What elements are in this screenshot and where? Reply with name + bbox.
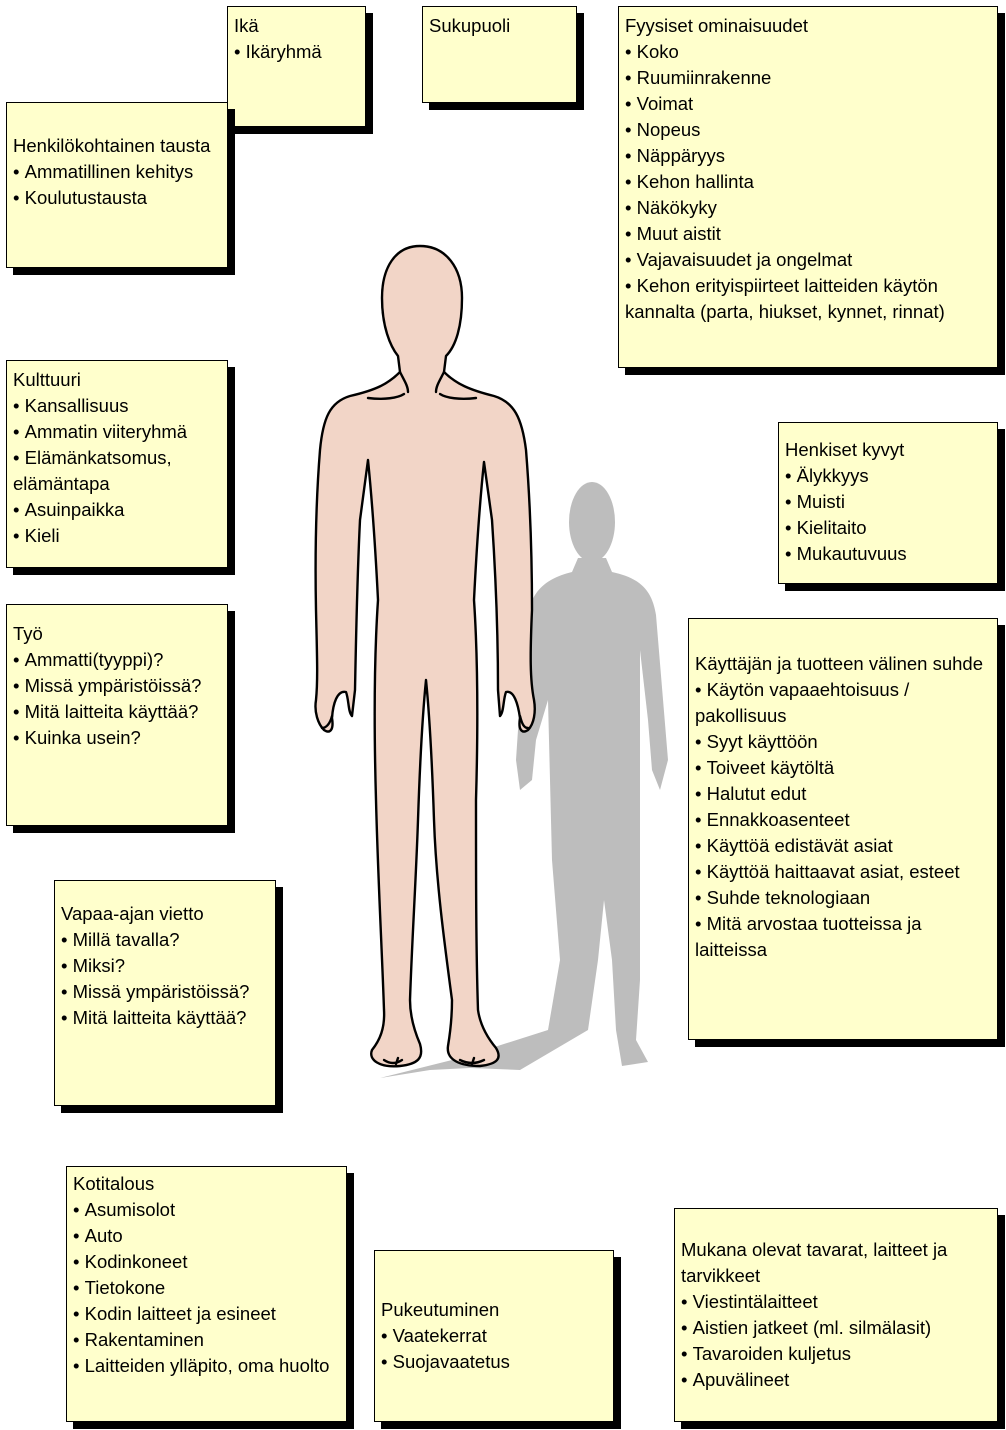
list-item: Kodinkoneet bbox=[73, 1249, 340, 1275]
note-kotitalous-list: Asumisolot Auto Kodinkoneet Tietokone Ko… bbox=[73, 1197, 340, 1379]
note-mukana-list: Viestintälaitteet Aistien jatkeet (ml. s… bbox=[681, 1289, 991, 1393]
list-item: Näkökyky bbox=[625, 195, 991, 221]
list-item: Aistien jatkeet (ml. silmälasit) bbox=[681, 1315, 991, 1341]
list-item: Tavaroiden kuljetus bbox=[681, 1341, 991, 1367]
note-fyysiset: Fyysiset ominaisuudet Koko Ruumiinrakenn… bbox=[618, 6, 998, 368]
note-sukupuoli-title: Sukupuoli bbox=[429, 13, 570, 39]
note-kulttuuri-title: Kulttuuri bbox=[13, 367, 221, 393]
list-item: Kielitaito bbox=[785, 515, 991, 541]
list-item: Asuinpaikka bbox=[13, 497, 221, 523]
note-fyysiset-list: Koko Ruumiinrakenne Voimat Nopeus Näppär… bbox=[625, 39, 991, 325]
note-ika: Ikä Ikäryhmä bbox=[227, 6, 366, 127]
list-item: Ammatillinen kehitys bbox=[13, 159, 221, 185]
list-item: Kehon hallinta bbox=[625, 169, 991, 195]
note-ika-list: Ikäryhmä bbox=[234, 39, 359, 65]
list-item: Kehon erityispiirteet laitteiden käytön … bbox=[625, 273, 991, 325]
note-tyo-title: Työ bbox=[13, 621, 221, 647]
note-tyo-list: Ammatti(tyyppi)? Missä ympäristöissä? Mi… bbox=[13, 647, 221, 751]
note-vapaa-title: Vapaa-ajan vietto bbox=[61, 901, 269, 927]
list-item: Mitä laitteita käyttää? bbox=[13, 699, 221, 725]
list-item: Halutut edut bbox=[695, 781, 991, 807]
note-tausta-title: Henkilökohtainen tausta bbox=[13, 133, 221, 159]
list-item: Asumisolot bbox=[73, 1197, 340, 1223]
list-item: Muut aistit bbox=[625, 221, 991, 247]
list-item: Millä tavalla? bbox=[61, 927, 269, 953]
list-item: Suojavaatetus bbox=[381, 1349, 607, 1375]
note-mukana-olevat-tavarat: Mukana olevat tavarat, laitteet ja tarvi… bbox=[674, 1208, 998, 1422]
list-item: Näppäryys bbox=[625, 143, 991, 169]
list-item: Vaatekerrat bbox=[381, 1323, 607, 1349]
list-item: Syyt käyttöön bbox=[695, 729, 991, 755]
list-item: Voimat bbox=[625, 91, 991, 117]
list-item: Nopeus bbox=[625, 117, 991, 143]
list-item: Miksi? bbox=[61, 953, 269, 979]
list-item: Kansallisuus bbox=[13, 393, 221, 419]
note-tyo: Työ Ammatti(tyyppi)? Missä ympäristöissä… bbox=[6, 604, 228, 826]
note-kotitalous: Kotitalous Asumisolot Auto Kodinkoneet T… bbox=[66, 1166, 347, 1422]
note-henkilokohtainen-tausta: Henkilökohtainen tausta Ammatillinen keh… bbox=[6, 102, 228, 268]
person-body bbox=[315, 246, 534, 1066]
list-item: Missä ympäristöissä? bbox=[13, 673, 221, 699]
list-item: Auto bbox=[73, 1223, 340, 1249]
note-ika-title: Ikä bbox=[234, 13, 359, 39]
note-henkiset-kyvyt: Henkiset kyvyt Älykkyys Muisti Kielitait… bbox=[778, 422, 998, 584]
note-vapaa-ajan-vietto: Vapaa-ajan vietto Millä tavalla? Miksi? … bbox=[54, 880, 276, 1106]
list-item: Rakentaminen bbox=[73, 1327, 340, 1353]
list-item: Mukautuvuus bbox=[785, 541, 991, 567]
note-suhde-title: Käyttäjän ja tuotteen välinen suhde bbox=[695, 651, 991, 677]
note-kulttuuri: Kulttuuri Kansallisuus Ammatin viiteryhm… bbox=[6, 360, 228, 568]
list-item: Ennakkoasenteet bbox=[695, 807, 991, 833]
note-vapaa-list: Millä tavalla? Miksi? Missä ympäristöiss… bbox=[61, 927, 269, 1031]
list-item: Mitä arvostaa tuotteissa ja laitteissa bbox=[695, 911, 991, 963]
note-pukeutuminen-title: Pukeutuminen bbox=[381, 1297, 607, 1323]
list-item: Tietokone bbox=[73, 1275, 340, 1301]
list-item: Viestintälaitteet bbox=[681, 1289, 991, 1315]
list-item: Mitä laitteita käyttää? bbox=[61, 1005, 269, 1031]
list-item: Ruumiinrakenne bbox=[625, 65, 991, 91]
shadow-head bbox=[569, 482, 615, 562]
note-kulttuuri-list: Kansallisuus Ammatin viiteryhmä Elämänka… bbox=[13, 393, 221, 549]
list-item: Käyttöä edistävät asiat bbox=[695, 833, 991, 859]
note-fyysiset-title: Fyysiset ominaisuudet bbox=[625, 13, 991, 39]
list-item: Koko bbox=[625, 39, 991, 65]
list-item: Toiveet käytöltä bbox=[695, 755, 991, 781]
list-item: Kuinka usein? bbox=[13, 725, 221, 751]
note-kotitalous-title: Kotitalous bbox=[73, 1171, 340, 1197]
note-henkiset-title: Henkiset kyvyt bbox=[785, 437, 991, 463]
note-sukupuoli: Sukupuoli bbox=[422, 6, 577, 103]
list-item: Laitteiden ylläpito, oma huolto bbox=[73, 1353, 340, 1379]
list-item: Suhde teknologiaan bbox=[695, 885, 991, 911]
list-item: Käytön vapaaehtoisuus / pakollisuus bbox=[695, 677, 991, 729]
note-tausta-list: Ammatillinen kehitys Koulutustausta bbox=[13, 159, 221, 211]
list-item: Käyttöä haittaavat asiat, esteet bbox=[695, 859, 991, 885]
note-henkiset-list: Älykkyys Muisti Kielitaito Mukautuvuus bbox=[785, 463, 991, 567]
note-suhde-list: Käytön vapaaehtoisuus / pakollisuus Syyt… bbox=[695, 677, 991, 963]
note-pukeutuminen-list: Vaatekerrat Suojavaatetus bbox=[381, 1323, 607, 1375]
list-item: Kieli bbox=[13, 523, 221, 549]
main-person-figure bbox=[315, 246, 534, 1066]
list-item: Koulutustausta bbox=[13, 185, 221, 211]
list-item: Ikäryhmä bbox=[234, 39, 359, 65]
note-mukana-title: Mukana olevat tavarat, laitteet ja tarvi… bbox=[681, 1237, 991, 1289]
list-item: Muisti bbox=[785, 489, 991, 515]
list-item: Elämänkatsomus, elämäntapa bbox=[13, 445, 221, 497]
list-item: Älykkyys bbox=[785, 463, 991, 489]
note-pukeutuminen: Pukeutuminen Vaatekerrat Suojavaatetus bbox=[374, 1250, 614, 1422]
list-item: Ammatin viiteryhmä bbox=[13, 419, 221, 445]
list-item: Kodin laitteet ja esineet bbox=[73, 1301, 340, 1327]
note-kayttajan-ja-tuotteen-suhde: Käyttäjän ja tuotteen välinen suhde Käyt… bbox=[688, 618, 998, 1040]
list-item: Vajavaisuudet ja ongelmat bbox=[625, 247, 991, 273]
list-item: Apuvälineet bbox=[681, 1367, 991, 1393]
list-item: Ammatti(tyyppi)? bbox=[13, 647, 221, 673]
list-item: Missä ympäristöissä? bbox=[61, 979, 269, 1005]
